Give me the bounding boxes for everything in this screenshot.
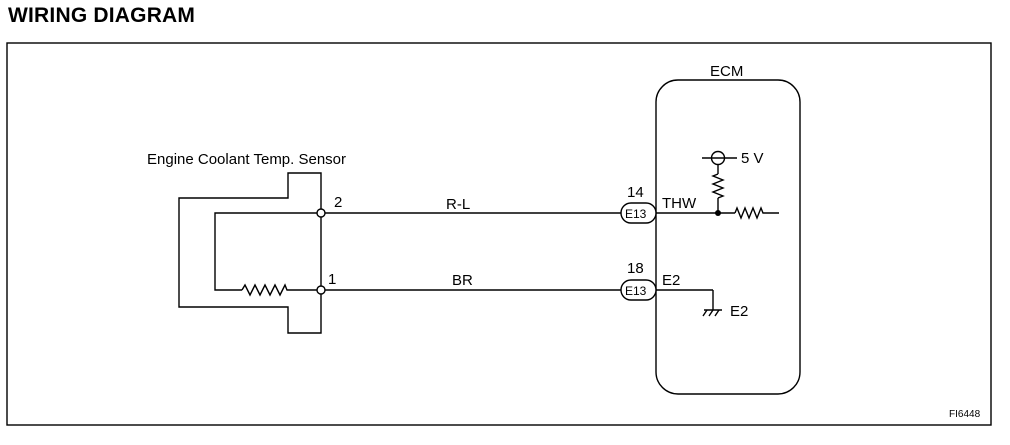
diagram-frame (6, 42, 992, 426)
ecm-5v-label: 5 V (741, 150, 764, 167)
sensor-thermistor (241, 283, 321, 297)
ecm-ground-label: E2 (730, 303, 748, 320)
sensor-label: Engine Coolant Temp. Sensor (147, 151, 346, 168)
connector-e13-pin14-label: E13 (625, 207, 647, 221)
sensor-pin-1-label: 1 (328, 271, 336, 288)
page-title: WIRING DIAGRAM (8, 4, 196, 27)
ecm-thw-resistor (734, 206, 779, 220)
sensor-pin-2-terminal (316, 208, 326, 218)
ecm-pin-18-number: 18 (627, 260, 644, 277)
sensor-internal-wire-top (214, 212, 321, 291)
ecm-e2-signal-label: E2 (662, 272, 680, 289)
ecm-pullup-resistor (711, 173, 725, 199)
ecm-label: ECM (710, 63, 743, 80)
ground-icon (702, 309, 720, 317)
figure-code: FI6448 (949, 409, 981, 420)
sensor-pin-2-label: 2 (334, 194, 342, 211)
sensor-body (178, 172, 322, 334)
connector-e13-pin18-label: E13 (625, 284, 647, 298)
ecm-box (655, 79, 801, 395)
ecm-thw-label: THW (662, 195, 697, 212)
wire-br-label: BR (452, 272, 473, 289)
ecm-pin-14-number: 14 (627, 184, 644, 201)
sensor-pin-1-terminal (316, 285, 326, 295)
wire-r-l-label: R-L (446, 196, 470, 213)
